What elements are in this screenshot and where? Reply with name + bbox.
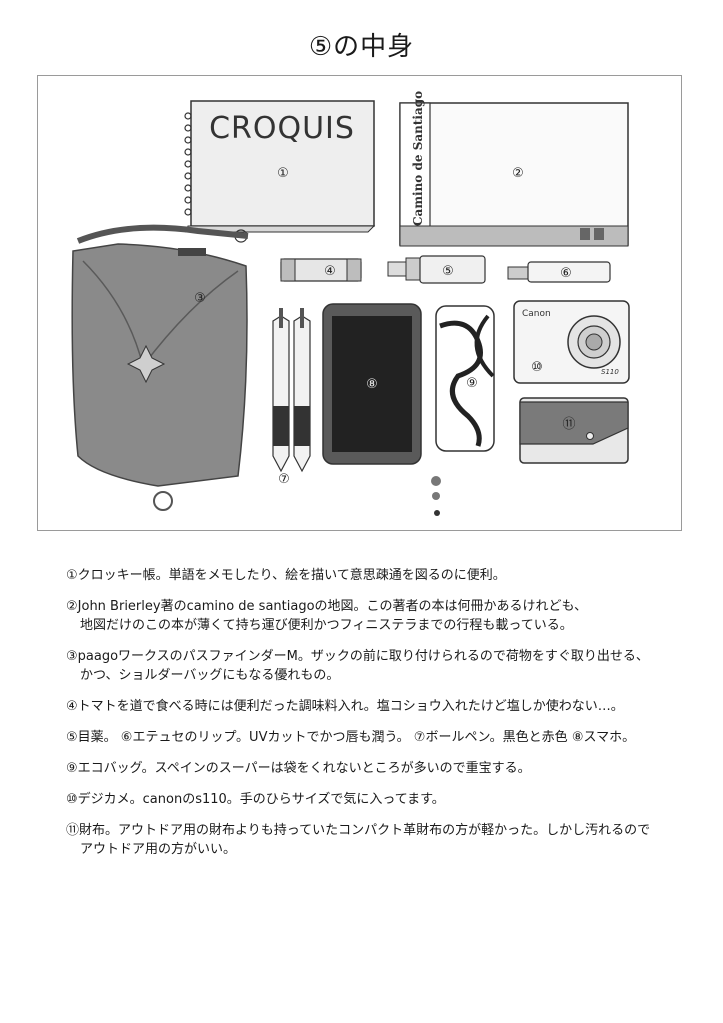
note-1: ①クロッキー帳。単語をメモしたり、絵を描いて意思疎通を図るのに便利。 — [66, 566, 666, 585]
label-5: ⑤ — [442, 264, 454, 279]
page-title: ⑤の中身 — [308, 32, 415, 62]
camera-brand: Canon — [522, 309, 551, 319]
sketchbook-icon: CROQUIS ① — [184, 100, 376, 243]
wallet-icon: ⑪ — [519, 397, 629, 464]
notes-list: ①クロッキー帳。単語をメモしたり、絵を描いて意思疎通を図るのに便利。 ②John… — [66, 566, 666, 871]
note-continuation: 地図だけのこの本が薄くて持ち運び便利かつフィニステラまでの行程も載っている。 — [80, 618, 573, 633]
note-7: ⑩デジカメ。canonのs110。手のひらサイズで気に入ってます。 — [66, 790, 666, 809]
seasoning-container-icon: ④ — [280, 258, 362, 282]
note-continuation: かつ、ショルダーバッグにもなる優れもの。 — [80, 668, 340, 683]
eye-drops-icon: ⑤ — [387, 255, 486, 284]
label-6: ⑥ — [560, 266, 572, 281]
note-line: ①クロッキー帳。単語をメモしたり、絵を描いて意思疎通を図るのに便利。 — [66, 568, 506, 583]
note-line: ②John Brierley著のcamino de santiagoの地図。この… — [66, 599, 588, 614]
note-line: ⑩デジカメ。canonのs110。手のひらサイズで気に入ってます。 — [66, 792, 445, 807]
label-7: ⑦ — [278, 472, 290, 487]
label-10: ⑩ — [531, 360, 543, 375]
map-book-icon: Camino de Santiago ② — [399, 91, 629, 247]
label-11: ⑪ — [562, 417, 575, 432]
label-3: ③ — [194, 291, 206, 306]
note-8: ⑪財布。アウトドア用の財布よりも持っていたコンパクト革財布の方が軽かった。しかし… — [66, 821, 666, 859]
label-2: ② — [512, 166, 524, 181]
note-line: ④トマトを道で食べる時には便利だった調味料入れ。塩コショウ入れたけど塩しか使わな… — [66, 699, 624, 714]
sketchbook-brand: CROQUIS — [209, 111, 355, 146]
illustration-frame: CROQUIS ① Camino de Santiago ② ③ — [37, 75, 682, 531]
camera-icon: Canon S110 ⑩ — [513, 300, 630, 384]
note-5: ⑤目薬。 ⑥エテュセのリップ。UVカットでかつ唇も潤う。 ⑦ボールペン。黒色と赤… — [66, 728, 666, 747]
label-4: ④ — [324, 264, 336, 279]
label-1: ① — [277, 166, 289, 181]
camera-model: S110 — [601, 368, 619, 376]
ballpoint-pens-icon: ⑦ — [272, 308, 311, 487]
smartphone-icon: ⑧ — [322, 303, 441, 516]
map-book-title: Camino de Santiago — [411, 91, 425, 226]
lip-balm-icon: ⑥ — [507, 261, 611, 283]
note-2: ②John Brierley著のcamino de santiagoの地図。この… — [66, 597, 666, 635]
shoulder-bag-icon: ③ — [71, 224, 249, 511]
note-line: ⑨エコバッグ。スペインのスーパーは袋をくれないところが多いので重宝する。 — [66, 761, 531, 776]
label-8: ⑧ — [366, 377, 378, 392]
label-9: ⑨ — [466, 376, 478, 391]
note-6: ⑨エコバッグ。スペインのスーパーは袋をくれないところが多いので重宝する。 — [66, 759, 666, 778]
note-continuation: アウトドア用の方がいい。 — [80, 842, 237, 857]
note-3: ③paagoワークスのパスファインダーM。ザックの前に取り付けられるので荷物をす… — [66, 647, 666, 685]
illustration: CROQUIS ① Camino de Santiago ② ③ — [71, 91, 630, 516]
note-line: ⑪財布。アウトドア用の財布よりも持っていたコンパクト革財布の方が軽かった。しかし… — [66, 823, 651, 838]
note-4: ④トマトを道で食べる時には便利だった調味料入れ。塩コショウ入れたけど塩しか使わな… — [66, 697, 666, 716]
note-line: ③paagoワークスのパスファインダーM。ザックの前に取り付けられるので荷物をす… — [66, 649, 649, 664]
eco-bag-icon: ⑨ — [435, 305, 495, 452]
note-line: ⑤目薬。 ⑥エテュセのリップ。UVカットでかつ唇も潤う。 ⑦ボールペン。黒色と赤… — [66, 730, 636, 745]
